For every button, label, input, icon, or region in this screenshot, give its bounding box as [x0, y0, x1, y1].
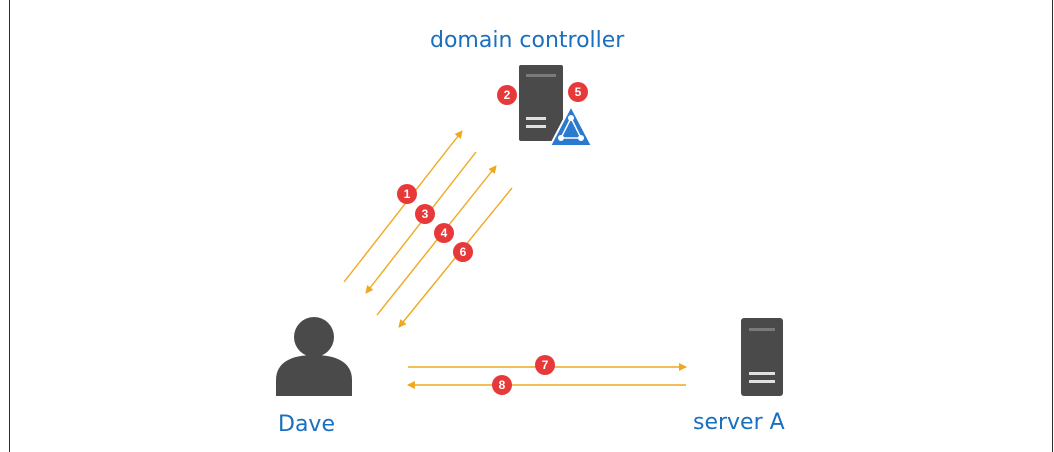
domain-controller-label: domain controller — [430, 28, 625, 53]
step-badge-1: 1 — [397, 184, 417, 204]
svg-text:2: 2 — [504, 88, 511, 102]
step-badge-6: 6 — [453, 242, 473, 262]
svg-text:4: 4 — [441, 226, 448, 240]
svg-text:6: 6 — [460, 245, 467, 259]
svg-text:5: 5 — [575, 85, 582, 99]
server-slot — [526, 125, 546, 128]
dc-exchange-arrows — [343, 130, 513, 328]
step-badge-3: 3 — [415, 204, 435, 224]
svg-text:7: 7 — [542, 358, 549, 372]
svg-text:3: 3 — [422, 207, 429, 221]
svg-text:8: 8 — [499, 378, 506, 392]
server-a-label: server A — [693, 410, 785, 435]
svg-text:1: 1 — [404, 187, 411, 201]
step-badge-2: 2 — [497, 85, 517, 105]
dave-label: Dave — [278, 412, 335, 437]
diagram-frame — [9, 0, 1053, 452]
server-slot — [526, 117, 546, 120]
arrow-step-4 — [376, 165, 497, 316]
arrow-step-1 — [343, 130, 463, 283]
domain-controller-icon — [519, 65, 594, 147]
server-body — [519, 65, 563, 141]
step-badge-5: 5 — [568, 82, 588, 102]
server-tower-icon — [741, 318, 783, 396]
step-badge-4: 4 — [434, 223, 454, 243]
server-slot — [526, 74, 556, 77]
step-badge-8: 8 — [492, 375, 512, 395]
step-badge-7: 7 — [535, 355, 555, 375]
ad-triangle-icon — [548, 103, 594, 147]
user-silhouette-icon — [276, 317, 352, 396]
